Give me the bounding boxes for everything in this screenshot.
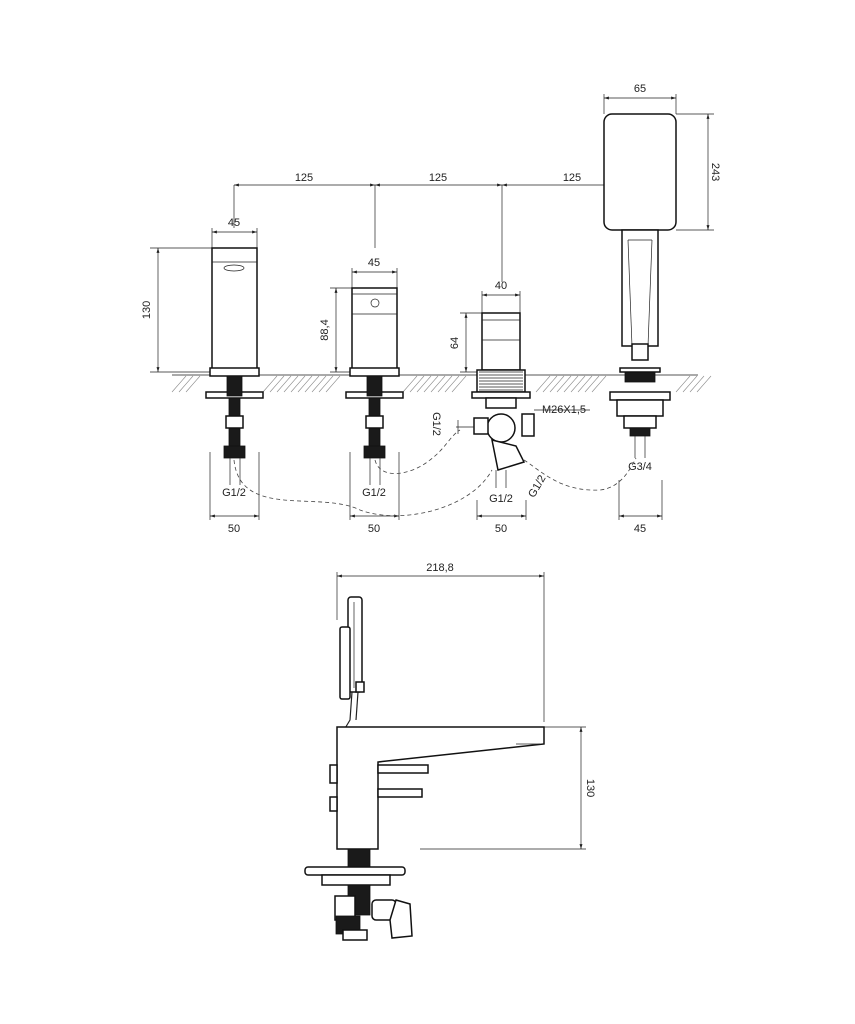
valve-width-label: 45 — [368, 257, 380, 269]
top-view: 125 125 125 45 130 G1/2 — [141, 83, 721, 535]
hose-lines — [233, 429, 637, 517]
side-height-label: 130 — [584, 779, 596, 797]
hand-shower-port-label: G3/4 — [628, 461, 652, 473]
hand-shower-width-label: 65 — [634, 83, 646, 95]
diverter-angled-port-label: G1/2 — [526, 473, 548, 500]
mixer-base-label: 50 — [228, 523, 240, 535]
side-depth-label: 218,8 — [426, 562, 454, 574]
diverter-side-port-label: G1/2 — [430, 412, 442, 436]
diverter-height-label: 64 — [449, 337, 461, 349]
hand-shower-base-label: 45 — [634, 523, 646, 535]
side-view: 218,8 130 — [304, 562, 596, 941]
diverter-thread-label: M26X1,5 — [542, 404, 586, 416]
valve-component: 45 88,4 G1/2 50 — [319, 257, 404, 535]
diverter-bottom-port-label: G1/2 — [489, 493, 513, 505]
mixer-width-label: 45 — [228, 217, 240, 229]
spacing-label-3: 125 — [563, 172, 581, 184]
mixer-component: 45 130 G1/2 50 — [141, 217, 264, 535]
hand-shower-height-label: 243 — [709, 163, 721, 181]
spacing-dimension: 125 125 125 — [233, 172, 642, 282]
spacing-label-1: 125 — [295, 172, 313, 184]
spacing-label-2: 125 — [429, 172, 447, 184]
diverter-base-label: 50 — [495, 523, 507, 535]
deck-surface — [171, 374, 712, 393]
hand-shower-component: 65 243 G3/4 45 — [603, 83, 721, 535]
valve-base-label: 50 — [368, 523, 380, 535]
diverter-width-label: 40 — [495, 280, 507, 292]
valve-hose-label: G1/2 — [362, 487, 386, 499]
diverter-component: 40 64 M26X1,5 G1/2 G1/2 G1/2 — [430, 280, 590, 535]
mixer-height-label: 130 — [141, 301, 153, 319]
mixer-hose-label: G1/2 — [222, 487, 246, 499]
valve-height-label: 88,4 — [319, 319, 331, 340]
